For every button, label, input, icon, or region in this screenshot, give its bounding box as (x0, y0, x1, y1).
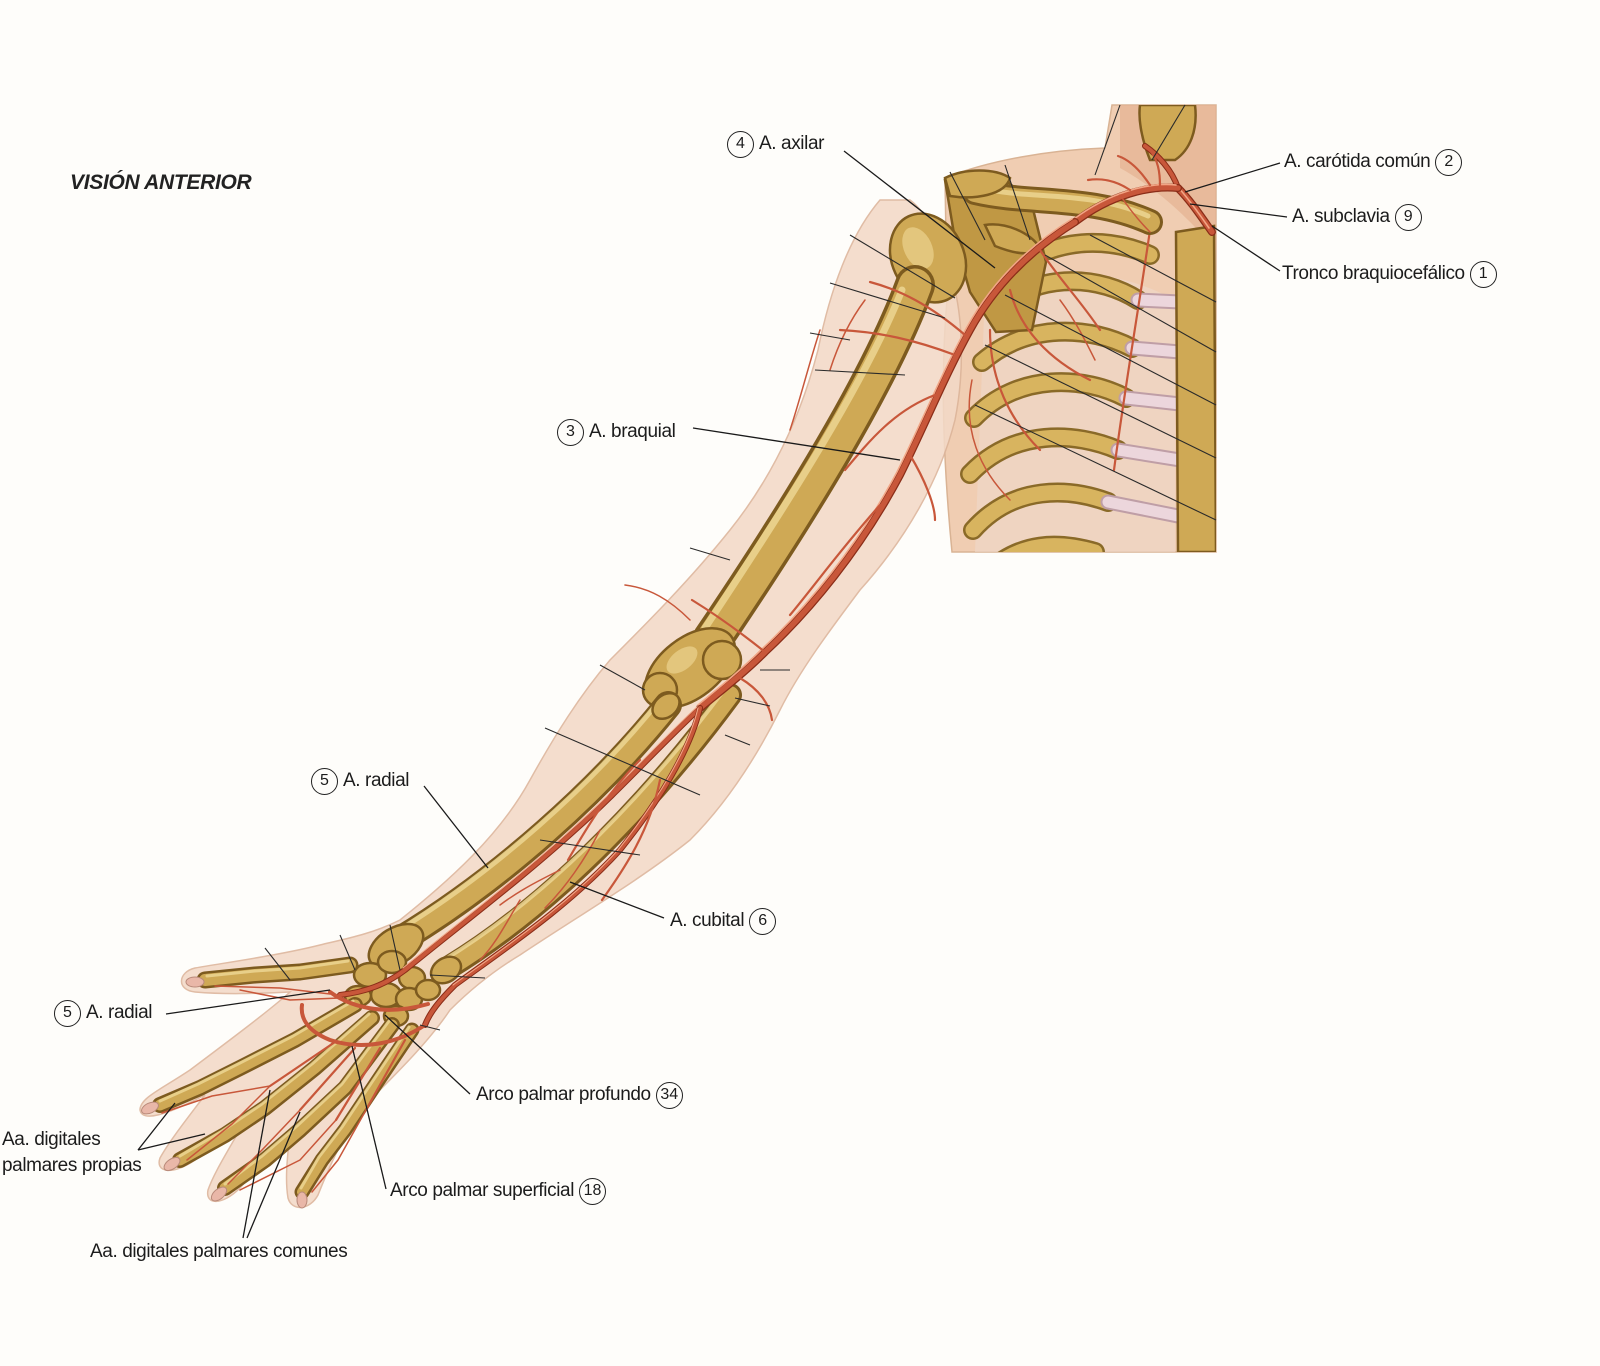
label-number-radial-upper: 5 (311, 767, 338, 795)
ring-finger-bones (217, 1017, 400, 1196)
leader-line-subclavia (1189, 203, 1288, 218)
rib (963, 482, 1118, 540)
leader-line-arco-profundo (384, 1014, 471, 1095)
label-text-digitales-propias-line1: Aa. digitales (2, 1129, 101, 1150)
unlabeled-leader-lines (264, 104, 1217, 1031)
sternum (1174, 224, 1216, 552)
leader-line-tronco (1211, 225, 1281, 272)
rib-cage (960, 105, 1216, 552)
label-text-carotida: A. carótida común (1284, 151, 1431, 172)
rib (972, 321, 1142, 372)
humeral-head-highlight (902, 227, 934, 269)
thumb-bones (196, 956, 359, 989)
leader-line-carotida (1184, 162, 1281, 193)
label-arco-superficial: Arco palmar superficial 18 (390, 1177, 607, 1205)
label-text-axilar: A. axilar (759, 133, 825, 154)
fingernails (141, 976, 308, 1209)
leader-line-radial-upper (423, 785, 489, 869)
label-tronco: Tronco braquiocefálico 1 (1282, 260, 1497, 288)
common-carotid-artery (1142, 143, 1181, 191)
label-number-braquial: 3 (557, 418, 584, 446)
rib (975, 535, 1105, 552)
axillary-brachial-artery (696, 218, 1079, 712)
label-number-arco-superficial: 18 (579, 1177, 607, 1205)
leader-line-digitales-comunes (242, 1089, 271, 1239)
label-number-arco-profundo: 34 (655, 1081, 683, 1109)
label-carotida: A. carótida común 2 (1284, 148, 1463, 176)
subclavian-branches (1086, 148, 1162, 233)
arteries (161, 143, 1216, 1193)
rib (964, 372, 1136, 428)
internal-thoracic-artery (1112, 228, 1152, 472)
leader-line-axilar (843, 150, 996, 269)
acromion (943, 169, 1012, 199)
label-arco-profundo: Arco palmar profundo 34 (476, 1081, 683, 1109)
proper-palmar-digital-arteries (161, 985, 367, 1193)
label-number-carotida: 2 (1435, 148, 1463, 176)
label-digitales-comunes: Aa. digitales palmares comunes (90, 1238, 348, 1266)
leader-line-radial-lower (165, 989, 331, 1015)
thoracic-branch-arteries (968, 248, 1102, 501)
common-palmar-digital-arteries (268, 1038, 407, 1122)
radius (367, 691, 682, 970)
superficial-palmar-arch (299, 1003, 427, 1047)
label-text-subclavia: A. subclavia (1292, 206, 1390, 227)
middle-finger-bones (172, 1010, 380, 1168)
label-text-radial-lower: A. radial (86, 1002, 153, 1023)
rib (1040, 232, 1160, 265)
leader-line-arco-superficial (351, 1045, 387, 1190)
little-finger-bones (294, 1022, 420, 1200)
label-text-arco-profundo: Arco palmar profundo (476, 1084, 651, 1105)
label-cubital: A. cubital 6 (670, 907, 777, 935)
leader-line-digitales-propias (137, 1133, 206, 1151)
label-leader-lines (137, 150, 1288, 1239)
label-radial-lower: 5 A. radial (54, 999, 153, 1027)
label-digitales-propias: Aa. digitales palmares propias (2, 1127, 142, 1179)
hand-bones (141, 956, 420, 1209)
chest-wall (942, 104, 1217, 553)
label-number-radial-lower: 5 (54, 999, 81, 1027)
label-radial-upper: 5 A. radial (311, 767, 410, 795)
leader-line-digitales-propias (137, 1102, 176, 1151)
label-number-subclavia: 9 (1394, 203, 1422, 231)
leader-line-braquial (692, 427, 901, 461)
label-axilar: 4 A. axilar (727, 130, 824, 158)
label-number-axilar: 4 (727, 130, 754, 158)
costal-cartilages (1100, 292, 1188, 524)
label-number-tronco: 1 (1469, 260, 1497, 288)
radial-head (651, 691, 681, 721)
index-finger-bones (152, 997, 363, 1113)
label-text-radial-upper: A. radial (343, 770, 410, 791)
leader-line-cubital (569, 881, 665, 919)
subclavian-artery (1071, 183, 1182, 226)
leader-line-digitales-comunes (246, 1111, 301, 1239)
diagram-title: VISIÓN ANTERIOR (70, 171, 252, 194)
medial-epicondyle (701, 639, 743, 681)
label-text-arco-superficial: Arco palmar superficial (390, 1180, 575, 1201)
label-text-tronco: Tronco braquiocefálico (1282, 263, 1465, 284)
label-braquial: 3 A. braquial (557, 418, 676, 446)
cervical-bone (1138, 105, 1197, 162)
label-text-braquial: A. braquial (589, 421, 676, 442)
deep-palmar-arch (328, 990, 430, 1012)
label-text-cubital: A. cubital (670, 910, 745, 931)
label-text-digitales-comunes: Aa. digitales palmares comunes (90, 1241, 348, 1262)
label-number-cubital: 6 (749, 907, 777, 935)
label-subclavia: A. subclavia 9 (1292, 203, 1422, 231)
arm-branch-arteries (479, 280, 967, 961)
label-text-digitales-propias-line2: palmares propias (2, 1155, 142, 1176)
radial-artery (337, 705, 703, 998)
ulnar-artery (422, 705, 703, 1028)
